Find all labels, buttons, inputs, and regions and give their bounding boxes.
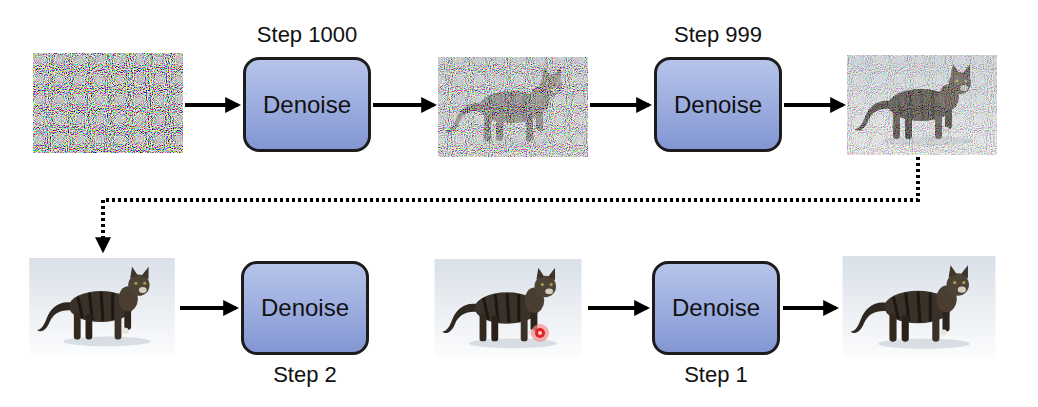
highlight-dot [535, 328, 545, 338]
process-label: Denoise [674, 91, 762, 119]
noise-overlay [438, 57, 588, 157]
step-label: Step 1 [684, 362, 748, 388]
flow-arrow [588, 306, 647, 310]
process-box: Step 1000Denoise [243, 57, 371, 152]
highlight-dot [531, 324, 549, 342]
process-label: Denoise [261, 294, 349, 322]
less-noisy-cat-image [847, 55, 997, 155]
flow-arrow [590, 103, 649, 107]
flow-arrow [185, 103, 238, 107]
highlight-dot [538, 331, 542, 335]
cat-photo [847, 55, 997, 155]
process-label: Denoise [672, 294, 760, 322]
process-box: Step 999Denoise [654, 57, 782, 152]
cat-photo [843, 256, 996, 358]
flow-arrow [180, 306, 236, 310]
cat-photo [29, 258, 175, 355]
dotted-continuation-arrow [103, 157, 918, 250]
step-label: Step 2 [273, 362, 337, 388]
flow-arrow [783, 306, 836, 310]
noisy-cat-image [438, 57, 588, 157]
process-box: DenoiseStep 1 [652, 261, 780, 355]
flow-arrows [103, 105, 918, 308]
cat-photo [438, 57, 588, 157]
flow-arrow [373, 103, 434, 107]
process-box: DenoiseStep 2 [241, 261, 369, 355]
step-label: Step 1000 [257, 22, 357, 48]
cat-photo [435, 259, 582, 357]
noise-overlay [847, 55, 997, 155]
step-label: Step 999 [674, 22, 762, 48]
process-label: Denoise [263, 91, 351, 119]
flow-arrow [784, 103, 843, 107]
noise-image [33, 53, 183, 153]
